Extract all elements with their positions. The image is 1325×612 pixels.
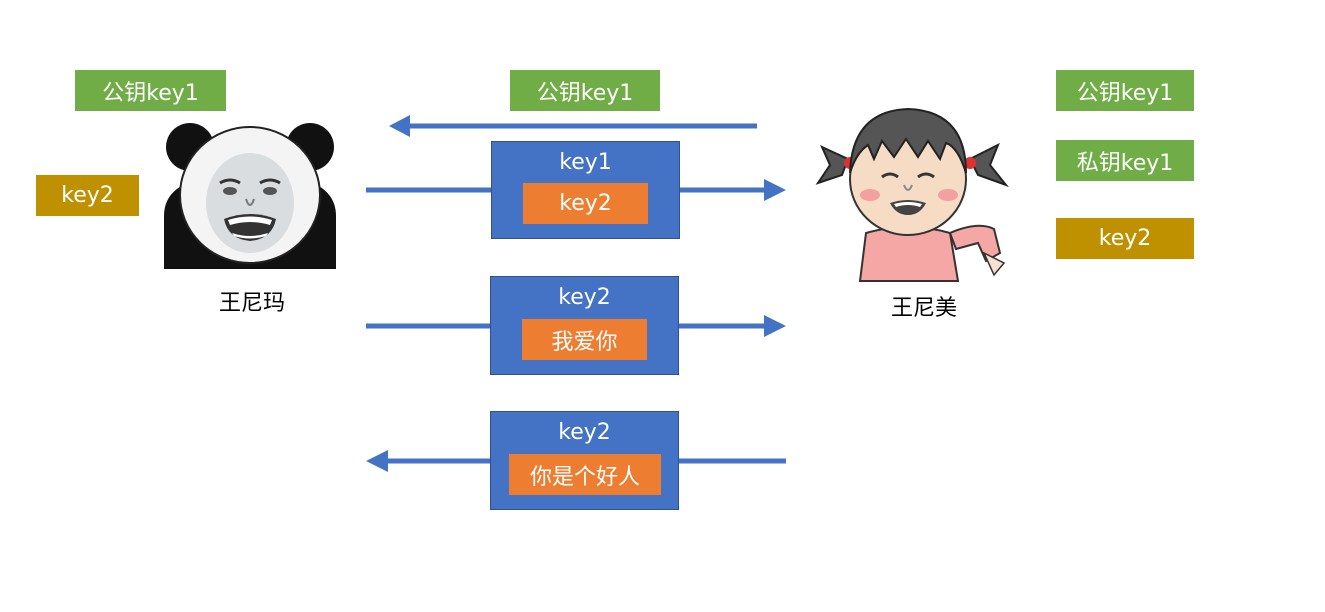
- panda-avatar-icon: [162, 121, 338, 269]
- key-exchange-box: key1 key2: [491, 141, 680, 239]
- left-public-key-tag: 公钥key1: [75, 70, 226, 111]
- public-key-arrow: [389, 115, 757, 137]
- key-exchange-inner-tag: key2: [523, 183, 648, 224]
- message-2-box: key2 你是个好人: [490, 411, 679, 510]
- girl-avatar-icon: [808, 103, 1013, 283]
- message-2-outer-label: key2: [558, 420, 611, 445]
- right-person-name: 王尼美: [890, 296, 957, 321]
- message-1-outer-label: key2: [558, 285, 611, 310]
- key-exchange-outer-label: key1: [559, 150, 612, 175]
- right-public-key-tag: 公钥key1: [1056, 70, 1194, 111]
- left-key2-tag: key2: [36, 175, 139, 216]
- message-1-box: key2 我爱你: [490, 276, 679, 375]
- left-person-name: 王尼玛: [218, 291, 285, 316]
- right-key2-tag: key2: [1056, 218, 1194, 259]
- right-private-key-tag: 私钥key1: [1056, 140, 1194, 181]
- message-2-inner-tag: 你是个好人: [509, 454, 661, 495]
- transfer-public-key-tag: 公钥key1: [510, 70, 660, 111]
- message-1-inner-tag: 我爱你: [522, 319, 647, 360]
